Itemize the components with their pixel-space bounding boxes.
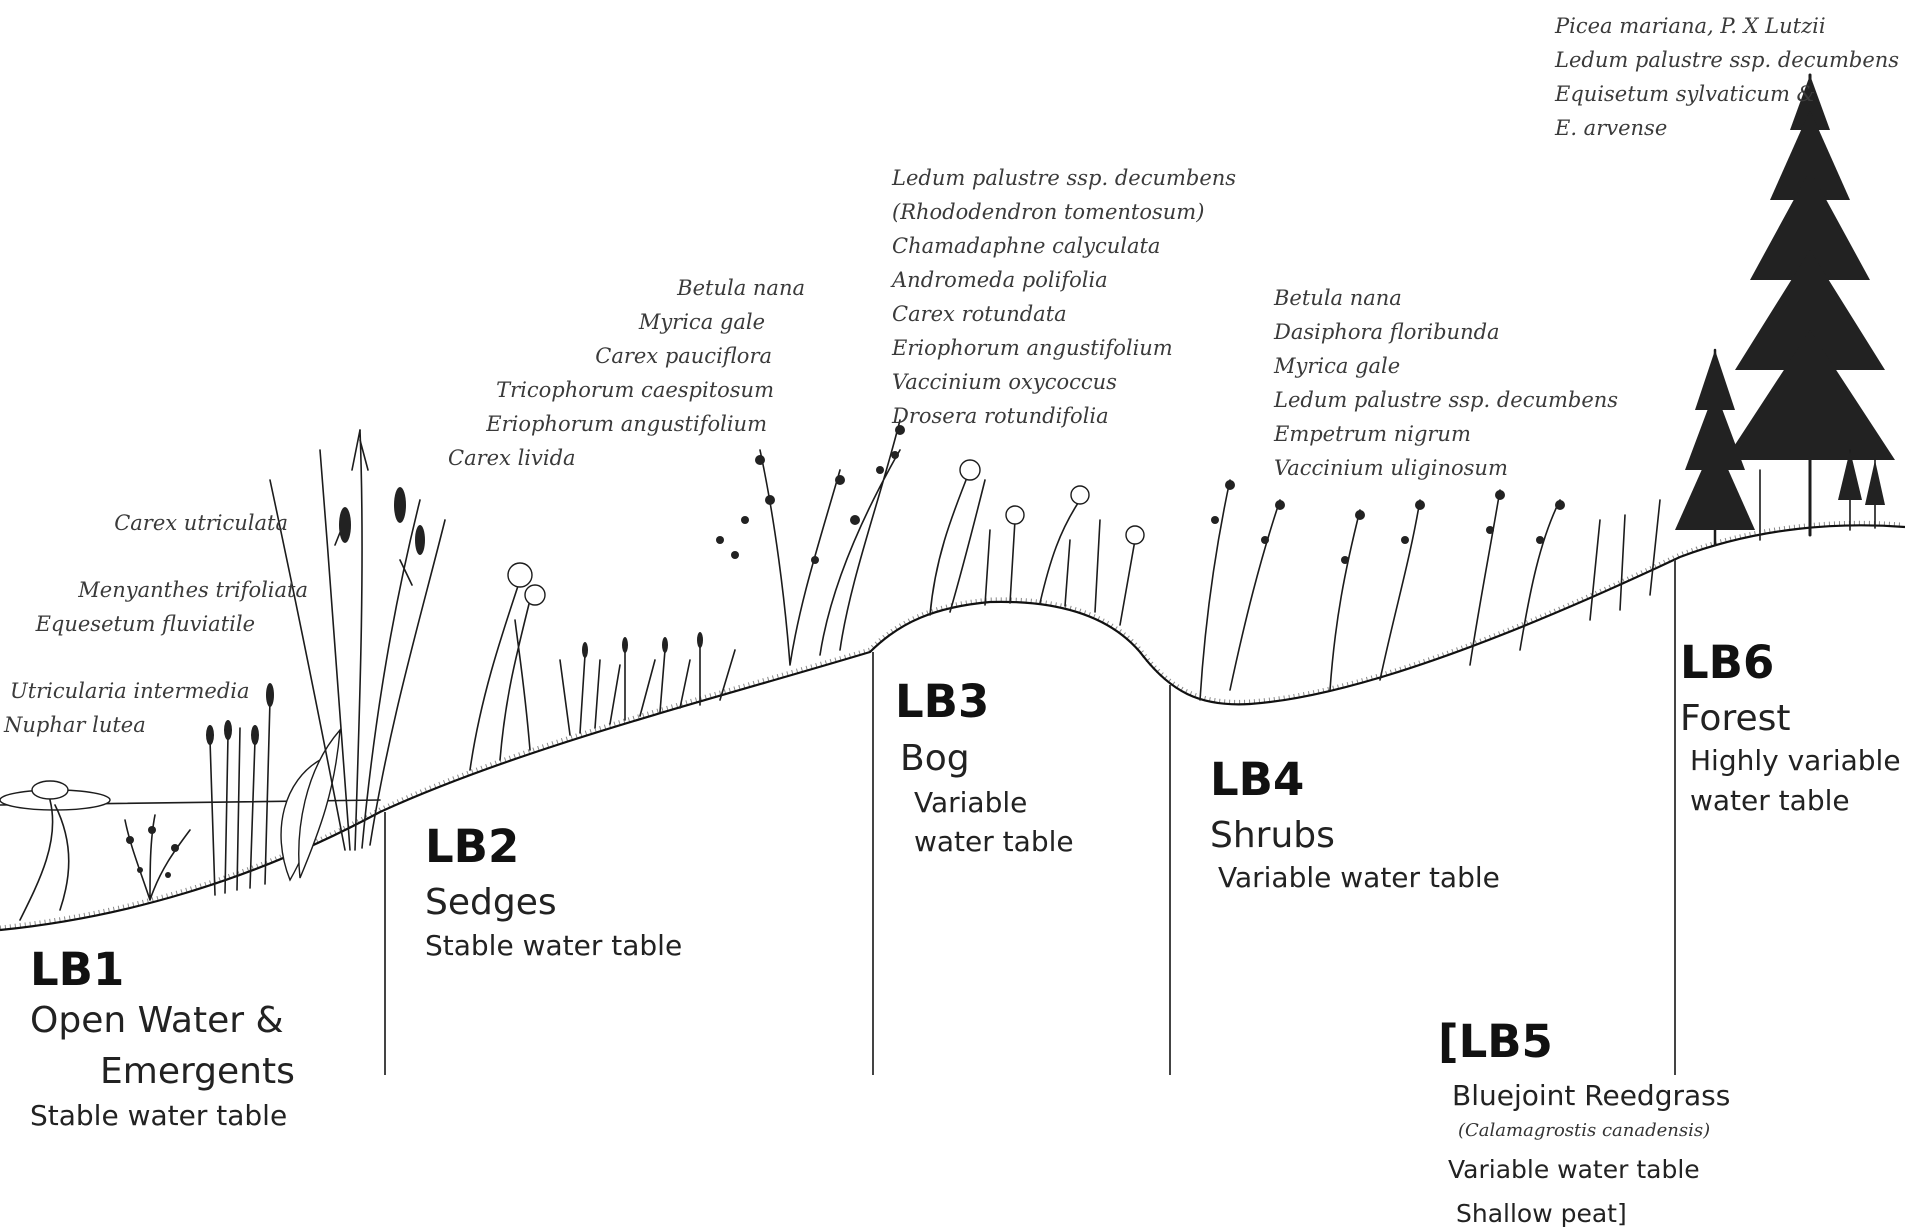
species-label: (Rhododendron tomentosum) bbox=[892, 200, 1204, 224]
species-label: Betula nana bbox=[676, 276, 805, 300]
zone-label-lb5: [LB5 Bluejoint Reedgrass (Calamagrostis … bbox=[1438, 1015, 1730, 1228]
zone-water-regime: Variable water table bbox=[1218, 861, 1500, 894]
zone-label-lb2: LB2 Sedges Stable water table bbox=[425, 820, 682, 962]
species-label: Picea mariana, P. X Lutzii bbox=[1554, 14, 1826, 38]
species-label: Ledum palustre ssp. decumbens bbox=[1273, 388, 1618, 412]
zone-label-lb4: LB4 Shrubs Variable water table bbox=[1210, 753, 1500, 894]
species-label: Carex livida bbox=[448, 446, 576, 470]
species-label: Tricophorum caespitosum bbox=[496, 378, 774, 402]
zone-water-regime: Stable water table bbox=[30, 1099, 287, 1132]
species-label: Vaccinium oxycoccus bbox=[892, 370, 1117, 394]
species-label: Chamadaphne calyculata bbox=[892, 234, 1160, 258]
zone-name-continued: Emergents bbox=[100, 1051, 295, 1092]
zone-label-lb6: LB6 Forest Highly variable water table bbox=[1680, 636, 1901, 817]
species-list-lb4: Betula nana Dasiphora floribunda Myrica … bbox=[1273, 286, 1618, 480]
species-label: Ledum palustre ssp. decumbens bbox=[891, 166, 1236, 190]
zone-label-lb3: LB3 Bog Variable water table bbox=[895, 675, 1074, 858]
zone-code: LB1 bbox=[30, 943, 124, 996]
species-label: Carex rotundata bbox=[892, 302, 1067, 326]
zone-water-regime-continued: water table bbox=[914, 825, 1074, 858]
species-label: Dasiphora floribunda bbox=[1273, 320, 1500, 344]
species-label: Utricularia intermedia bbox=[10, 679, 250, 703]
zone-name: Forest bbox=[1680, 698, 1790, 739]
zone-water-regime: Highly variable bbox=[1690, 744, 1901, 777]
zone-code: LB4 bbox=[1210, 753, 1304, 806]
bladderwort-plant bbox=[125, 815, 190, 900]
species-list-lb1-upper: Carex utriculata bbox=[114, 511, 288, 535]
species-label: Vaccinium uliginosum bbox=[1274, 456, 1508, 480]
zone-name: Sedges bbox=[425, 882, 557, 923]
species-label: Equesetum fluviatile bbox=[35, 612, 255, 636]
shrub-vegetation bbox=[1200, 480, 1660, 700]
zone-scientific-name: (Calamagrostis canadensis) bbox=[1458, 1120, 1710, 1141]
dwarf-birch-shrubs bbox=[716, 420, 905, 665]
sedge-meadow bbox=[470, 563, 735, 770]
species-list-lb2: Betula nana Myrica gale Carex pauciflora… bbox=[448, 276, 805, 470]
zone-water-regime-continued: water table bbox=[1690, 784, 1850, 817]
species-label: Carex pauciflora bbox=[595, 344, 772, 368]
zone-name: Bog bbox=[900, 738, 970, 779]
species-label: Nuphar lutea bbox=[3, 713, 146, 737]
zone-peat-note: Shallow peat] bbox=[1456, 1199, 1627, 1228]
zone-water-regime: Variable water table bbox=[1448, 1155, 1700, 1184]
water-lily-plant bbox=[0, 781, 110, 920]
zone-water-regime: Variable bbox=[914, 786, 1027, 819]
species-list-lb1-mid: Menyanthes trifoliata Equesetum fluviati… bbox=[35, 578, 308, 636]
zone-dividers bbox=[385, 560, 1675, 1075]
zone-water-regime: Stable water table bbox=[425, 929, 682, 962]
species-label: Equisetum sylvaticum & bbox=[1554, 82, 1815, 106]
zone-code: LB3 bbox=[895, 675, 989, 728]
zone-code: LB6 bbox=[1680, 636, 1774, 689]
species-label: Eriophorum angustifolium bbox=[891, 336, 1173, 360]
zone-code: [LB5 bbox=[1438, 1015, 1553, 1068]
zone-code: LB2 bbox=[425, 820, 519, 873]
species-label: Drosera rotundifolia bbox=[891, 404, 1109, 428]
zone-name: Shrubs bbox=[1210, 815, 1335, 856]
species-label: Andromeda polifolia bbox=[890, 268, 1108, 292]
species-list-lb3: Ledum palustre ssp. decumbens (Rhododend… bbox=[890, 166, 1236, 428]
species-label: E. arvense bbox=[1554, 116, 1667, 140]
species-label: Myrica gale bbox=[1273, 354, 1400, 378]
species-label: Myrica gale bbox=[638, 310, 765, 334]
bog-vegetation bbox=[930, 460, 1144, 625]
species-label: Empetrum nigrum bbox=[1273, 422, 1471, 446]
species-label: Eriophorum angustifolium bbox=[485, 412, 767, 436]
species-label: Ledum palustre ssp. decumbens bbox=[1554, 48, 1899, 72]
species-list-lb6: Picea mariana, P. X Lutzii Ledum palustr… bbox=[1554, 14, 1899, 140]
zone-label-lb1: LB1 Open Water & Emergents Stable water … bbox=[30, 943, 295, 1132]
zone-name: Open Water & bbox=[30, 1000, 284, 1041]
spruce-trees bbox=[1675, 75, 1895, 545]
species-label: Carex utriculata bbox=[114, 511, 288, 535]
species-label: Menyanthes trifoliata bbox=[77, 578, 308, 602]
zone-name: Bluejoint Reedgrass bbox=[1452, 1079, 1730, 1112]
species-label: Betula nana bbox=[1273, 286, 1402, 310]
